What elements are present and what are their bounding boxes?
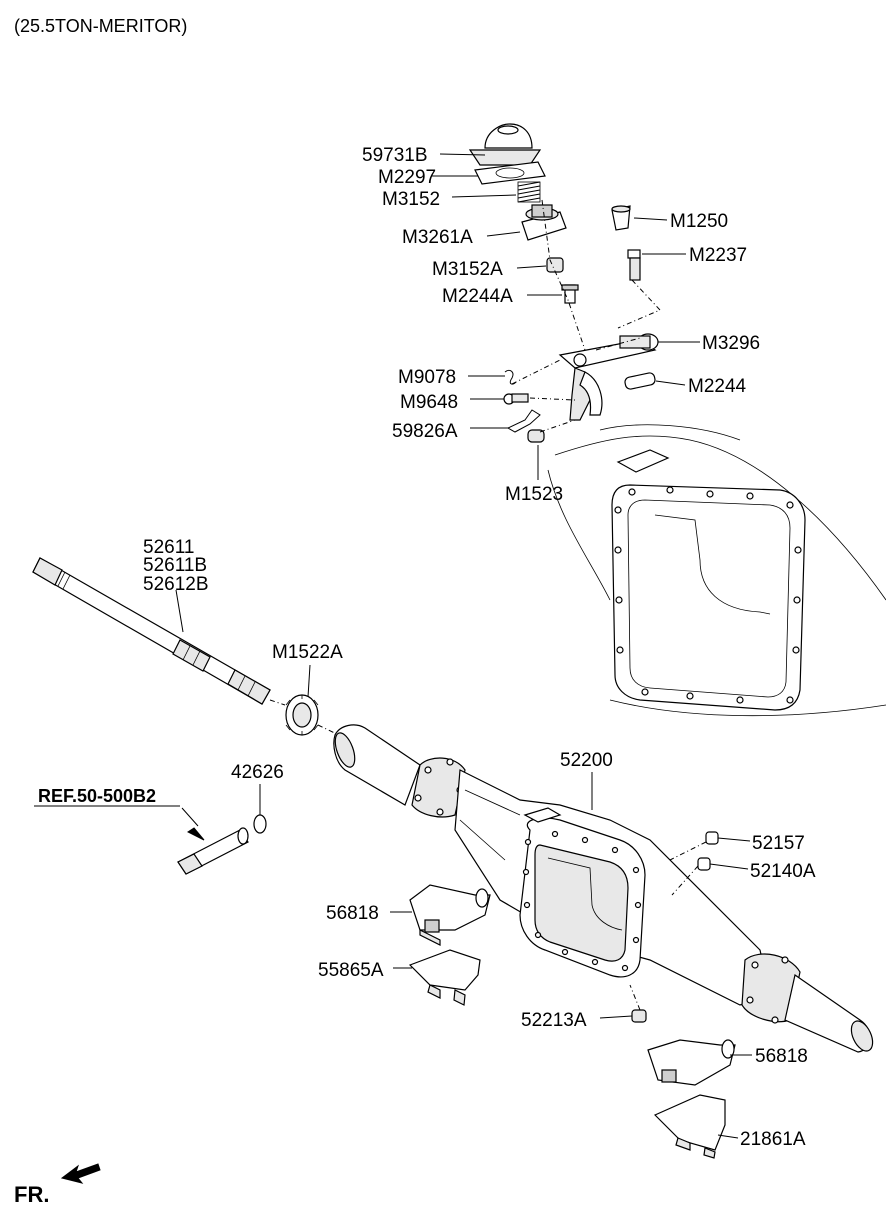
plug-52140a [697, 857, 711, 871]
ref-arrow [181, 807, 205, 841]
part-label-m1523[interactable]: M1523 [505, 484, 563, 505]
spring-clip [504, 369, 517, 385]
part-label-52157[interactable]: 52157 [752, 833, 805, 854]
spring-pin [506, 409, 541, 433]
leader-lines [34, 153, 752, 1139]
housing-bolts [522, 830, 642, 972]
plug-52213a [631, 1009, 647, 1023]
bolt-m2237 [627, 249, 641, 281]
plunger-housing [521, 204, 567, 241]
part-label-59731b[interactable]: 59731B [362, 145, 428, 166]
front-label: FR. [14, 1182, 49, 1207]
part-label-52200[interactable]: 52200 [560, 750, 613, 771]
shaft-end [619, 333, 659, 351]
background-housing [547, 424, 886, 717]
cap-bolt [611, 205, 631, 231]
part-label-m3296[interactable]: M3296 [702, 333, 760, 354]
reference-link[interactable]: REF.50-500B2 [38, 786, 156, 806]
spring [517, 181, 541, 203]
spring-seat-lower-left [408, 949, 481, 1006]
part-label-21861a[interactable]: 21861A [740, 1129, 806, 1150]
part-label-55865a[interactable]: 55865A [318, 960, 384, 981]
front-arrow [60, 1163, 101, 1184]
part-label-m9078[interactable]: M9078 [398, 367, 456, 388]
part-label-m2237[interactable]: M2237 [689, 245, 747, 266]
part-label-m2297[interactable]: M2297 [378, 167, 436, 188]
plunger [546, 257, 564, 273]
diagram-title: (25.5TON-MERITOR) [14, 16, 187, 36]
part-label-56818-left[interactable]: 56818 [326, 903, 379, 924]
ref-shaft [177, 827, 249, 875]
fitting-lines [629, 841, 707, 1011]
spring-seat-upper-right [647, 1039, 736, 1086]
gear-m1522a [285, 694, 319, 736]
spring-seat-upper-left [409, 884, 491, 946]
part-label-52611[interactable]: 52611 [143, 537, 194, 558]
part-label-m3152[interactable]: M3152 [382, 189, 440, 210]
part-label-52213a[interactable]: 52213A [521, 1010, 587, 1031]
axle-shaft [32, 557, 271, 705]
part-label-52140a[interactable]: 52140A [750, 861, 816, 882]
part-label-m3261a[interactable]: M3261A [402, 227, 473, 248]
axle-housing [333, 724, 874, 1053]
part-label-59826a[interactable]: 59826A [392, 421, 458, 442]
breather-52157 [705, 831, 719, 845]
part-label-m1250[interactable]: M1250 [670, 211, 728, 232]
pin-a [561, 284, 579, 304]
gasket [474, 161, 546, 185]
part-label-52611b[interactable]: 52611B [143, 555, 207, 576]
part-label-56818-right[interactable]: 56818 [755, 1046, 808, 1067]
part-label-52612b[interactable]: 52612B [143, 574, 209, 595]
pin-m2244 [624, 372, 656, 390]
pin-m1523 [527, 429, 545, 443]
assembly-lines-upper [511, 199, 661, 433]
bolt-m9648 [503, 393, 529, 405]
o-ring-42626 [253, 814, 267, 834]
part-label-m1522a[interactable]: M1522A [272, 642, 343, 663]
shift-cover-cap [468, 123, 542, 166]
part-label-m2244a[interactable]: M2244A [442, 286, 513, 307]
part-label-m9648[interactable]: M9648 [400, 392, 458, 413]
spring-seat-lower-right [653, 1094, 726, 1159]
part-label-m2244[interactable]: M2244 [688, 376, 747, 397]
part-labels: 59731B M2297 M3152 M1250 M3261A M2237 M3… [143, 145, 816, 1150]
part-label-42626[interactable]: 42626 [231, 762, 284, 783]
part-label-m3152a[interactable]: M3152A [432, 259, 503, 280]
cover-bolts [614, 486, 802, 704]
